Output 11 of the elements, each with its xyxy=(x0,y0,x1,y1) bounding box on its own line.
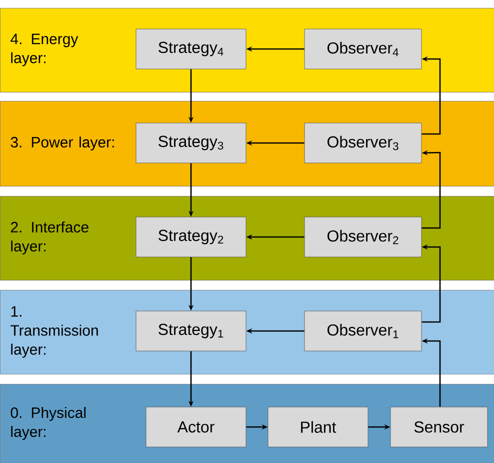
block-box: Actor xyxy=(146,406,246,448)
block-box: Observer$_{1}$ xyxy=(304,310,422,352)
block-box: Observer$_{2}$ xyxy=(304,216,422,258)
block-box: Strategy$_{3}$ xyxy=(136,122,246,164)
block-box: Observer$_{3}$ xyxy=(304,122,422,164)
block-box: Plant xyxy=(268,406,368,448)
block-box: Strategy$_{2}$ xyxy=(136,216,246,258)
block-box: Strategy$_{1}$ xyxy=(136,310,246,352)
block-box: Sensor xyxy=(390,406,488,448)
block-box: Strategy$_{4}$ xyxy=(136,28,246,70)
block-box: Observer$_{4}$ xyxy=(304,28,422,70)
